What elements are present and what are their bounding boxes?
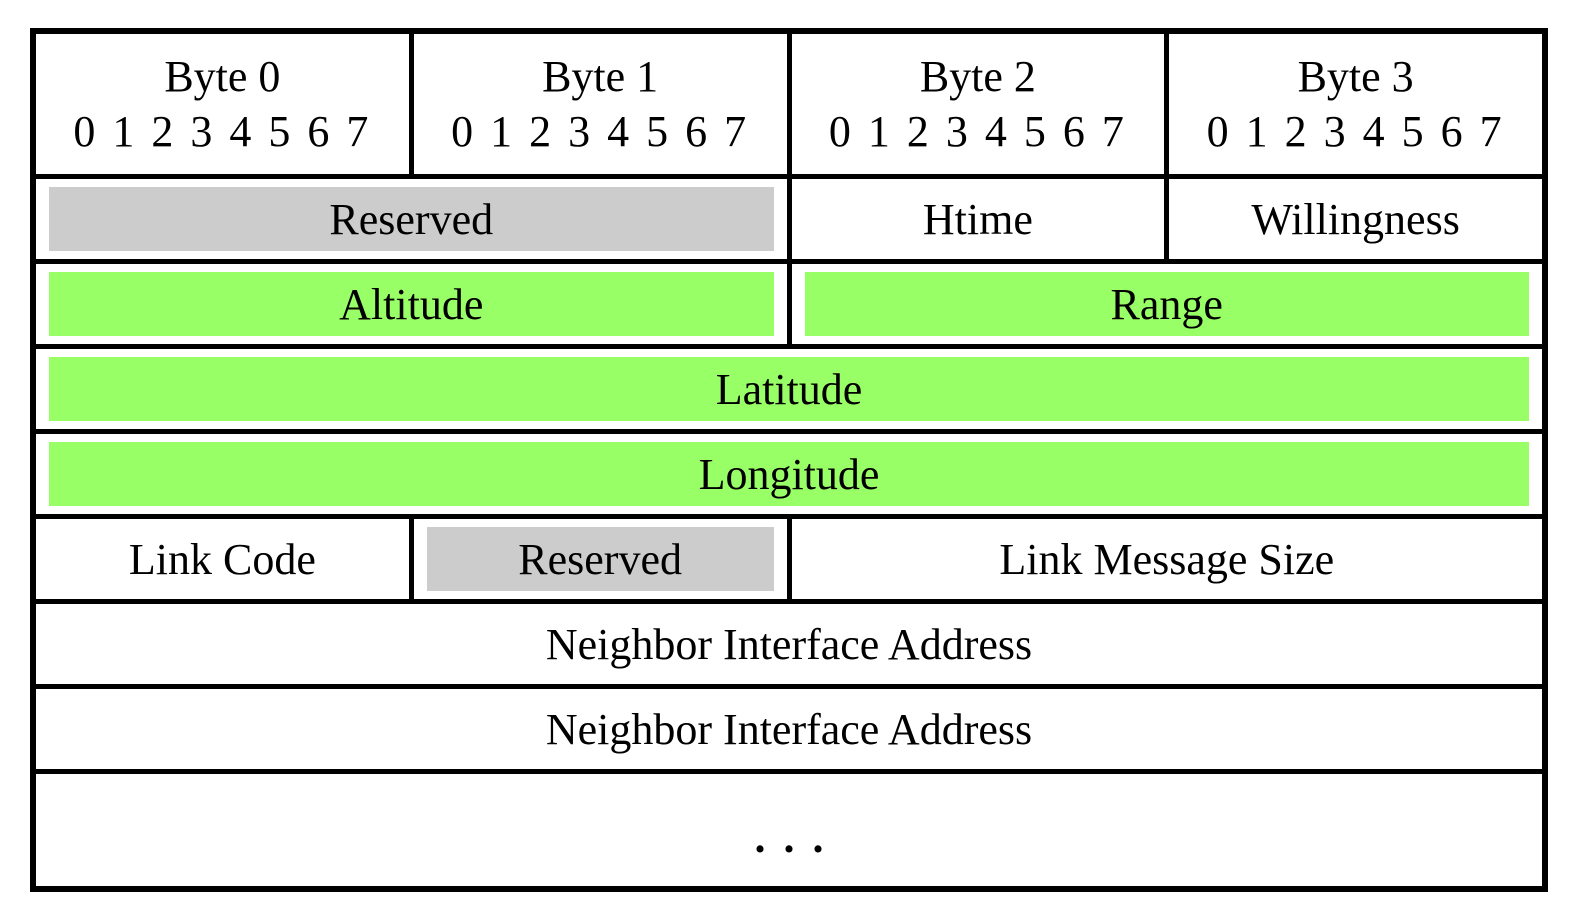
altitude-field-label: Altitude [339,279,484,329]
range-field-cell: Range [791,264,1542,344]
packet-table: Byte 0 0 1 2 3 4 5 6 7 Byte 1 0 1 2 3 4 … [30,28,1548,892]
reserved2-field-highlight: Reserved [426,527,774,591]
latitude-field-label: Latitude [715,364,863,414]
latitude-field-highlight: Latitude [49,357,1529,421]
byte1-label: Byte 1 [542,52,659,101]
byte3-header: Byte 3 0 1 2 3 4 5 6 7 [1169,34,1542,174]
reserved-field-highlight: Reserved [49,187,774,251]
htime-field-label: Htime [922,194,1033,244]
link-message-size-field-cell: Link Message Size [791,519,1542,599]
byte1-header: Byte 1 0 1 2 3 4 5 6 7 [413,34,787,174]
reserved-field-cell: Reserved [36,179,787,259]
byte1-bit-indices: 0 1 2 3 4 5 6 7 [451,107,750,156]
range-field-highlight: Range [804,272,1529,336]
altitude-field-highlight: Altitude [49,272,774,336]
reserved2-field-label: Reserved [518,534,682,584]
willingness-field-cell: Willingness [1169,179,1542,259]
neighbor-interface-address-1-cell: Neighbor Interface Address [36,604,1542,684]
byte3-label: Byte 3 [1297,52,1414,101]
reserved-field-label: Reserved [329,194,494,244]
byte2-bit-indices: 0 1 2 3 4 5 6 7 [828,107,1127,156]
byte2-label: Byte 2 [919,52,1036,101]
willingness-field-label: Willingness [1251,194,1460,244]
altitude-field-cell: Altitude [36,264,787,344]
neighbor-interface-address-1-label: Neighbor Interface Address [545,619,1033,669]
longitude-field-label: Longitude [698,449,880,499]
neighbor-interface-address-2-label: Neighbor Interface Address [545,704,1033,754]
continuation-ellipsis: ... [754,812,842,862]
htime-field-cell: Htime [791,179,1165,259]
byte0-label: Byte 0 [164,52,281,101]
longitude-field-highlight: Longitude [49,442,1529,506]
link-code-field-label: Link Code [128,534,316,584]
link-message-size-field-label: Link Message Size [999,534,1335,584]
link-code-field-cell: Link Code [36,519,409,599]
latitude-field-cell: Latitude [36,349,1542,429]
byte2-header: Byte 2 0 1 2 3 4 5 6 7 [791,34,1165,174]
byte3-bit-indices: 0 1 2 3 4 5 6 7 [1206,107,1505,156]
range-field-label: Range [1110,279,1223,329]
continuation-cell: ... [36,774,1542,886]
byte0-bit-indices: 0 1 2 3 4 5 6 7 [73,107,372,156]
reserved2-field-cell: Reserved [413,519,787,599]
longitude-field-cell: Longitude [36,434,1542,514]
neighbor-interface-address-2-cell: Neighbor Interface Address [36,689,1542,769]
byte0-header: Byte 0 0 1 2 3 4 5 6 7 [36,34,409,174]
